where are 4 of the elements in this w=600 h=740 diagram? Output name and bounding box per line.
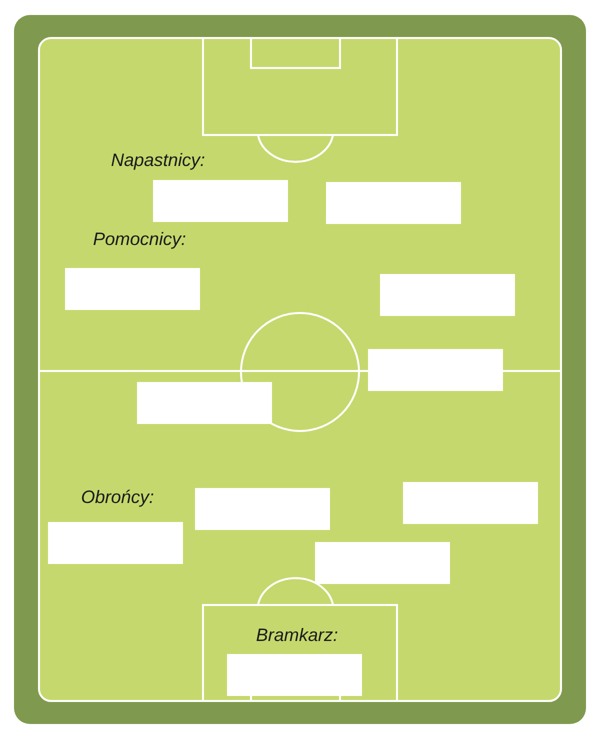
position-label: Bramkarz: xyxy=(256,625,338,646)
position-label: Pomocnicy: xyxy=(93,229,186,250)
position-label: Napastnicy: xyxy=(111,150,206,171)
position-label: Obrońcy: xyxy=(81,487,154,508)
